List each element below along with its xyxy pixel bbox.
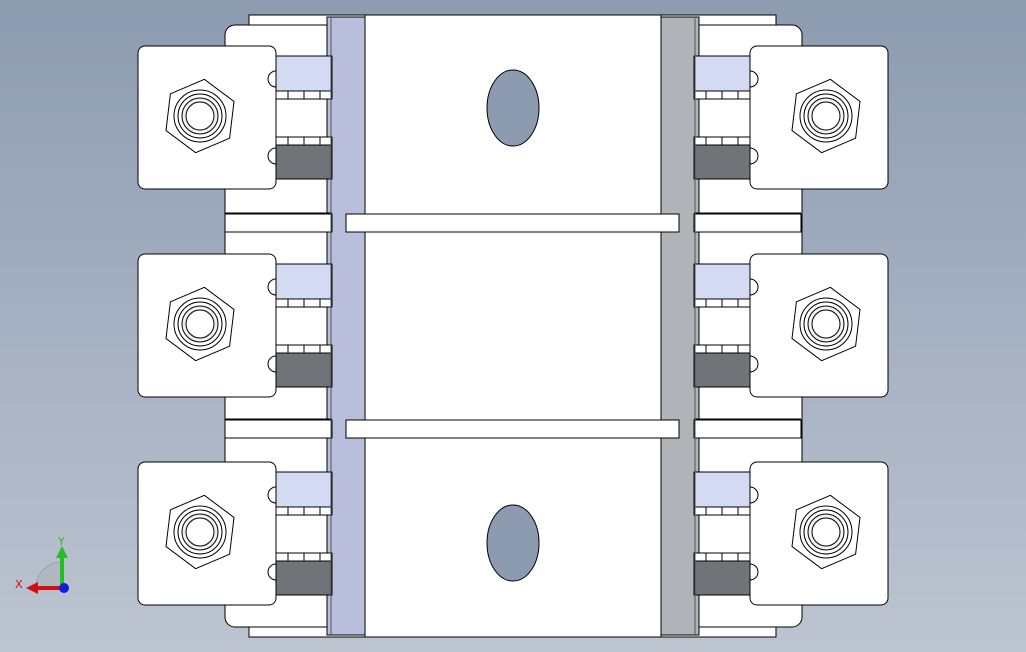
separator-stub-left	[224, 213, 333, 233]
separator-bar	[345, 419, 680, 439]
screw-head	[185, 517, 215, 547]
separator-stub-right	[693, 213, 802, 233]
mounting-slot	[486, 69, 540, 147]
mounting-slot	[486, 504, 540, 582]
screw-head	[185, 101, 215, 131]
separator-stub-right	[693, 419, 802, 439]
separator-bar	[345, 213, 680, 233]
screw-head	[185, 309, 215, 339]
model-layer	[137, 14, 889, 638]
right-rail	[660, 16, 700, 636]
insulator-block-light	[693, 471, 751, 508]
insulator-block-dark	[693, 560, 751, 596]
insulator-block-dark	[275, 144, 333, 180]
right-terminal	[693, 461, 889, 606]
triad-quadrant	[35, 561, 63, 589]
insulator-block-light	[693, 55, 751, 92]
insulator-block-light	[275, 263, 333, 300]
left-rail	[326, 16, 366, 636]
x-axis-arrowhead	[26, 582, 38, 594]
screw-head	[811, 309, 841, 339]
right-terminal	[693, 253, 889, 398]
right-terminal	[693, 45, 889, 190]
separator-stub-left	[224, 419, 333, 439]
insulator-block-dark	[275, 352, 333, 388]
x-axis-label: X	[15, 578, 23, 591]
insulator-block-dark	[275, 560, 333, 596]
coordinate-triad[interactable]: Y X	[15, 535, 69, 594]
left-terminal	[137, 461, 333, 606]
z-axis-dot	[59, 583, 69, 593]
left-terminal	[137, 45, 333, 190]
insulator-block-light	[275, 55, 333, 92]
insulator-block-dark	[693, 352, 751, 388]
insulator-block-dark	[693, 144, 751, 180]
insulator-block-light	[693, 263, 751, 300]
screw-head	[811, 101, 841, 131]
screw-head	[811, 517, 841, 547]
y-axis-label: Y	[57, 535, 65, 548]
insulator-block-light	[275, 471, 333, 508]
y-axis-arrowhead	[56, 546, 68, 558]
left-terminal	[137, 253, 333, 398]
